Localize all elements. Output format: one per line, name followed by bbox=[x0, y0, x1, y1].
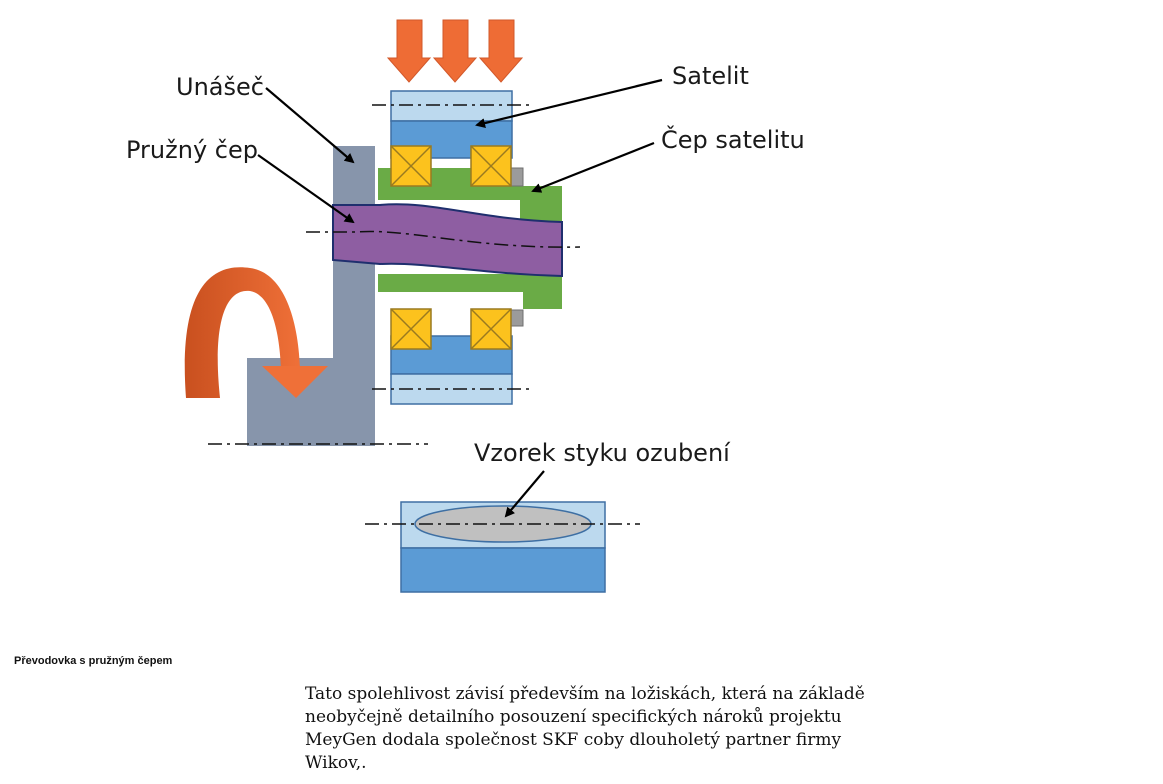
contact-pattern-sample bbox=[365, 501, 640, 593]
bearing-top-left bbox=[390, 145, 432, 187]
load-arrow-2 bbox=[432, 19, 478, 83]
leader-satelit bbox=[475, 78, 663, 128]
bearing-top-right bbox=[470, 145, 512, 187]
label-unasec: Unášeč bbox=[176, 73, 264, 101]
leader-pruzny-cep bbox=[257, 154, 355, 224]
axis-lines bbox=[208, 104, 581, 445]
rotation-arrow bbox=[184, 267, 328, 398]
label-vzorek: Vzorek styku ozubení bbox=[474, 439, 731, 467]
bearings bbox=[390, 145, 512, 350]
bearing-bottom-right bbox=[470, 308, 512, 350]
load-arrows bbox=[386, 19, 524, 83]
gearbox-diagram: Unášeč Satelit Pružný čep Čep satelitu V… bbox=[126, 19, 805, 593]
bearing-bottom-left bbox=[390, 308, 432, 350]
leader-vzorek bbox=[504, 470, 545, 518]
load-arrow-1 bbox=[386, 19, 432, 83]
label-pruzny-cep: Pružný čep bbox=[126, 136, 258, 164]
leader-arrows bbox=[257, 78, 663, 518]
article-paragraph: Tato spolehlivost závisí především na lo… bbox=[305, 684, 865, 773]
label-cep-satelitu: Čep satelitu bbox=[661, 124, 805, 154]
load-arrow-3 bbox=[478, 19, 524, 83]
label-satelit: Satelit bbox=[672, 62, 749, 90]
figure-caption: Převodovka s pružným čepem bbox=[14, 655, 173, 667]
leader-cep-satelitu bbox=[531, 141, 655, 193]
leader-unasec bbox=[265, 87, 355, 164]
flexible-pin bbox=[332, 203, 563, 278]
